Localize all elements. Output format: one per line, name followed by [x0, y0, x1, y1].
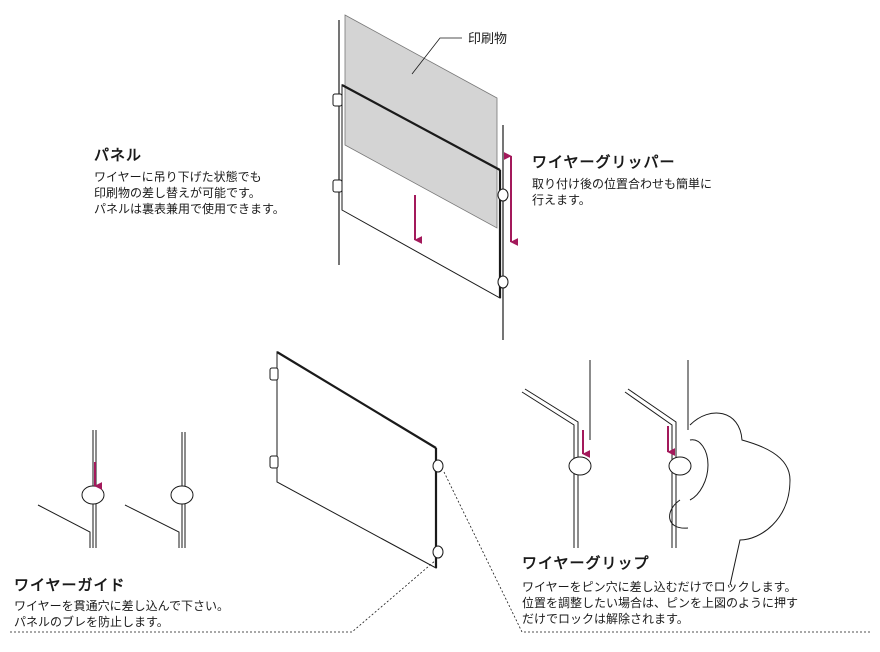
- panel-callout: パネル ワイヤーに吊り下げた状態でも 印刷物の差し替えが可能です。 パネルは裏表…: [94, 144, 285, 217]
- grip-desc-line: だけでロックは解除されます。: [522, 612, 689, 626]
- guide-title: ワイヤーガイド: [14, 576, 126, 594]
- top-assembly: [332, 14, 509, 340]
- gripper-desc-line: 取り付け後の位置合わせも簡単に: [532, 177, 713, 191]
- grip-title: ワイヤーグリップ: [522, 554, 650, 572]
- grip-dotted-leader: [443, 471, 870, 633]
- wire-guide-detail: [37, 430, 194, 548]
- panel-desc-line: 印刷物の差し替えが可能です。: [94, 186, 261, 200]
- printed-sheet: [344, 14, 498, 229]
- grip-desc-line: 位置を調整したい場合は、ピンを上図のように押す: [522, 596, 799, 610]
- grip-callout: ワイヤーグリップ ワイヤーをピン穴に差し込むだけでロックします。 位置を調整した…: [522, 552, 798, 627]
- center-panel: [10, 351, 870, 633]
- print-leader-line: [411, 37, 462, 75]
- panel-title: パネル: [94, 146, 143, 164]
- gripper-title: ワイヤーグリッパー: [532, 153, 676, 171]
- print-label: 印刷物: [468, 32, 508, 47]
- panel-desc-line: ワイヤーに吊り下げた状態でも: [94, 170, 262, 184]
- panel-desc-line: パネルは裏表兼用で使用できます。: [94, 202, 285, 216]
- gripper-desc-line: 行えます。: [532, 193, 591, 207]
- hand-outline: [669, 412, 791, 586]
- grip-desc-line: ワイヤーをピン穴に差し込むだけでロックします。: [522, 580, 797, 594]
- guide-callout: ワイヤーガイド ワイヤーを貫通穴に差し込んで下さい。 パネルのブレを防止します。: [14, 574, 229, 630]
- wire-grip-detail: [521, 360, 791, 586]
- gripper-callout: ワイヤーグリッパー 取り付け後の位置合わせも簡単に 行えます。: [532, 151, 712, 208]
- guide-dotted-leader: [10, 559, 437, 633]
- guide-desc-line: パネルのブレを防止します。: [14, 615, 169, 629]
- guide-desc-line: ワイヤーを貫通穴に差し込んで下さい。: [14, 599, 230, 613]
